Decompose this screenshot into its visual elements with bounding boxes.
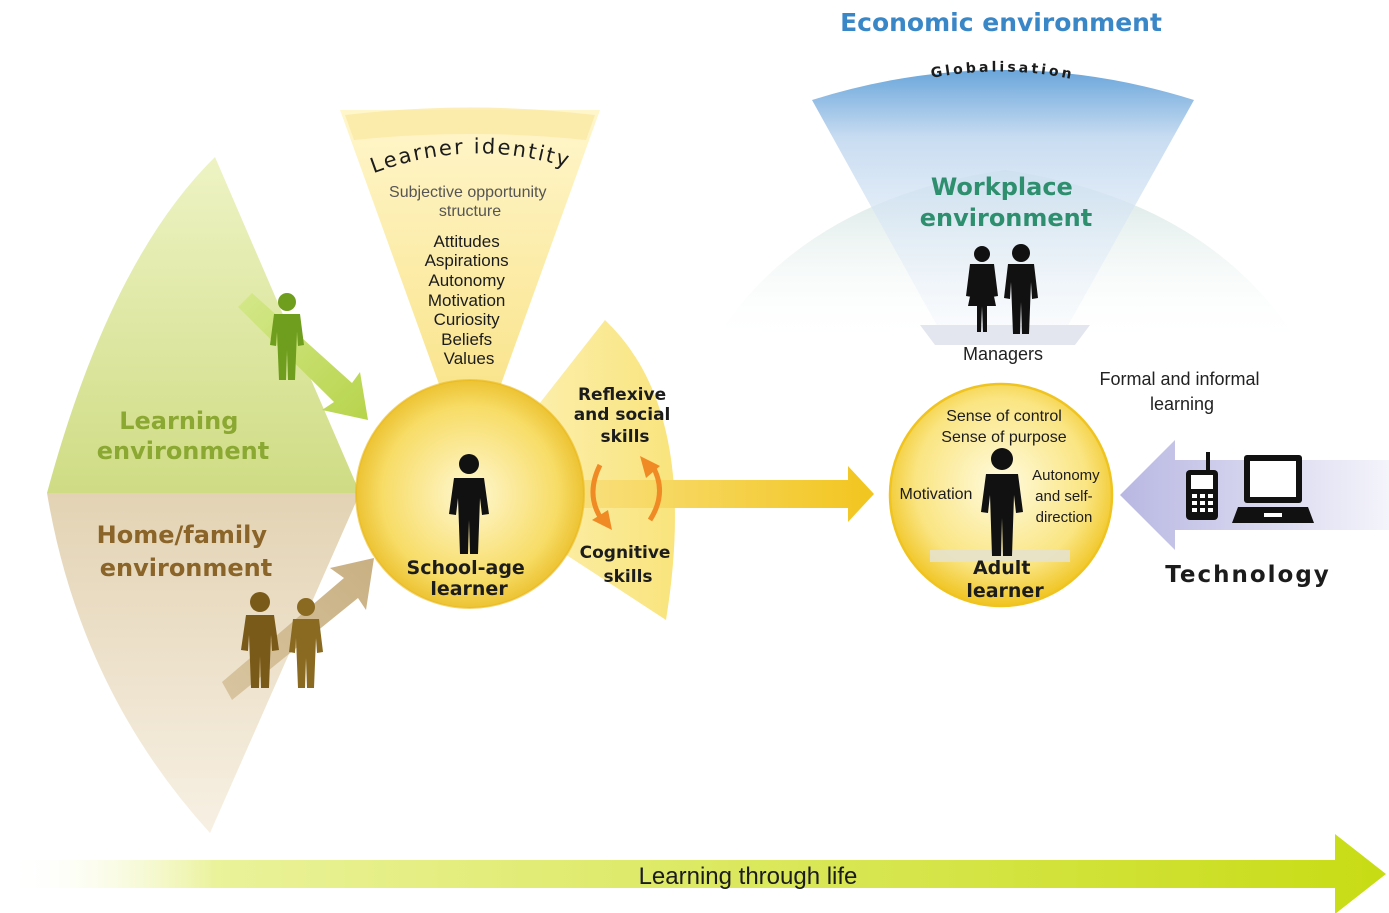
managers-label: Managers [963, 344, 1043, 364]
reflexive-social-skills-label: Reflexive and social skills [574, 385, 677, 447]
cognitive-skills-label: Cognitive skills [580, 543, 677, 587]
learning-environment-label: Learning environment [97, 407, 270, 465]
formal-informal-learning-label: Formal and informal learning [1099, 369, 1264, 414]
workplace-floor [920, 325, 1090, 345]
technology-label: Technology [1165, 562, 1331, 588]
school-age-learner-label: School-age learner [407, 557, 532, 600]
person-icon [270, 293, 304, 380]
person-icon [289, 598, 323, 688]
globalisation-wedge [812, 70, 1194, 340]
workplace-environment-title: Workplace environment [920, 173, 1093, 232]
learning-through-life-label: Learning through life [639, 863, 858, 890]
subjective-opportunity-label: Subjective opportunity structure [389, 184, 551, 220]
home-family-environment-label: Home/family environment [97, 521, 276, 582]
learning-environment-arrow [238, 293, 368, 420]
sense-of-control-label: Sense of control [946, 408, 1062, 425]
learner-traits-list: Attitudes Aspirations Autonomy Motivatio… [425, 232, 514, 368]
person-icon [241, 592, 279, 688]
laptop-icon [1232, 455, 1314, 523]
economic-environment-title: Economic environment [840, 8, 1162, 37]
learning-environment-sector [47, 157, 360, 493]
adult-motivation-label: Motivation [900, 486, 973, 503]
adult-learner-label: Adult learner [966, 557, 1044, 602]
person-icon [981, 448, 1023, 556]
person-icon [1004, 244, 1038, 334]
mobile-phone-icon [1186, 452, 1218, 520]
autonomy-self-direction-label: Autonomy and self- direction [1032, 467, 1104, 526]
learning-through-life-arrow [10, 834, 1386, 913]
person-icon [966, 246, 998, 332]
learner-identity-cone [340, 110, 600, 470]
person-icon [449, 454, 489, 554]
sense-of-purpose-label: Sense of purpose [941, 429, 1067, 446]
home-family-environment-sector [47, 493, 360, 833]
